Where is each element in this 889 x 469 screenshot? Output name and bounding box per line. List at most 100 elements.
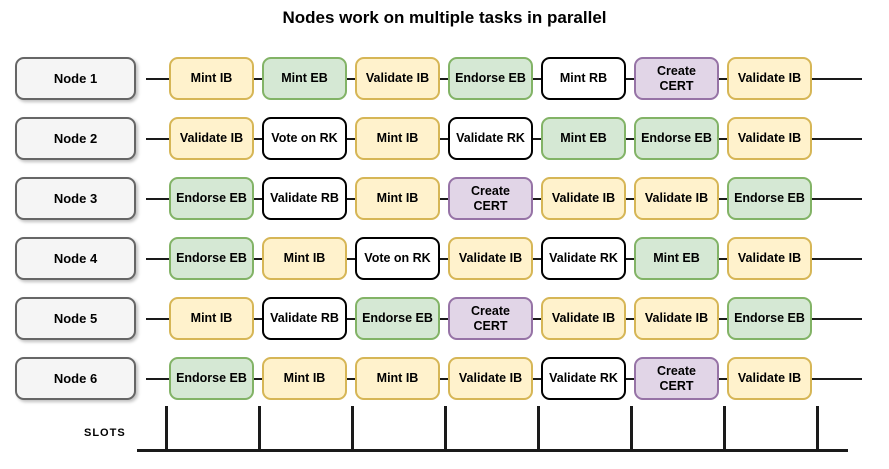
- task-box: Validate IB: [727, 357, 812, 400]
- task-label: Mint IB: [190, 71, 233, 86]
- task-box: Mint IB: [355, 357, 440, 400]
- node-box: Node 5: [15, 297, 136, 340]
- task-box: Validate IB: [727, 57, 812, 100]
- task-box: Validate RK: [541, 357, 626, 400]
- node-box: Node 1: [15, 57, 136, 100]
- task-box: Endorse EB: [634, 117, 719, 160]
- task-box: Mint EB: [541, 117, 626, 160]
- slots-label: SLOTS: [84, 427, 126, 439]
- task-box: Create CERT: [634, 357, 719, 400]
- task-label: Mint EB: [560, 131, 607, 146]
- task-box: Mint IB: [355, 117, 440, 160]
- task-label: Mint IB: [283, 371, 326, 386]
- node-label: Node 4: [53, 251, 98, 266]
- task-label: Validate RB: [270, 191, 339, 206]
- slot-tick: [537, 406, 540, 452]
- task-box: Validate IB: [355, 57, 440, 100]
- slot-tick: [444, 406, 447, 452]
- task-box: Create CERT: [448, 297, 533, 340]
- task-label: Validate IB: [644, 311, 709, 326]
- task-box: Validate IB: [727, 237, 812, 280]
- task-label: Endorse EB: [176, 371, 247, 386]
- task-label: Create CERT: [657, 64, 696, 93]
- task-box: Endorse EB: [355, 297, 440, 340]
- task-label: Validate IB: [365, 71, 430, 86]
- task-label: Validate IB: [737, 371, 802, 386]
- task-box: Endorse EB: [169, 237, 254, 280]
- task-label: Validate RK: [456, 131, 525, 146]
- task-box: Endorse EB: [169, 177, 254, 220]
- task-label: Vote on RK: [271, 131, 338, 146]
- node-label: Node 6: [53, 371, 98, 386]
- task-label: Validate IB: [458, 371, 523, 386]
- task-box: Validate IB: [727, 117, 812, 160]
- node-box: Node 6: [15, 357, 136, 400]
- task-label: Validate IB: [179, 131, 244, 146]
- task-box: Mint IB: [169, 297, 254, 340]
- slot-tick: [723, 406, 726, 452]
- task-box: Validate RK: [448, 117, 533, 160]
- task-label: Mint RB: [559, 71, 608, 86]
- task-box: Validate IB: [634, 177, 719, 220]
- task-box: Validate IB: [448, 237, 533, 280]
- slot-tick: [165, 406, 168, 452]
- node-label: Node 1: [53, 71, 98, 86]
- task-box: Mint IB: [169, 57, 254, 100]
- task-box: Create CERT: [448, 177, 533, 220]
- task-box: Vote on RK: [355, 237, 440, 280]
- task-box: Validate IB: [541, 297, 626, 340]
- task-label: Mint IB: [190, 311, 233, 326]
- task-label: Endorse EB: [176, 191, 247, 206]
- task-box: Validate IB: [541, 177, 626, 220]
- task-label: Validate IB: [551, 311, 616, 326]
- task-label: Mint EB: [281, 71, 328, 86]
- task-box: Mint IB: [262, 237, 347, 280]
- task-label: Mint IB: [376, 371, 419, 386]
- task-box: Validate IB: [169, 117, 254, 160]
- task-box: Mint IB: [355, 177, 440, 220]
- task-box: Mint IB: [262, 357, 347, 400]
- task-box: Validate IB: [448, 357, 533, 400]
- task-label: Validate RK: [549, 371, 618, 386]
- task-label: Mint EB: [653, 251, 700, 266]
- node-box: Node 3: [15, 177, 136, 220]
- node-label: Node 5: [53, 311, 98, 326]
- task-box: Endorse EB: [169, 357, 254, 400]
- task-box: Endorse EB: [727, 177, 812, 220]
- node-box: Node 2: [15, 117, 136, 160]
- task-label: Endorse EB: [734, 311, 805, 326]
- task-label: Validate RB: [270, 311, 339, 326]
- task-label: Endorse EB: [734, 191, 805, 206]
- task-box: Validate IB: [634, 297, 719, 340]
- task-label: Mint IB: [376, 131, 419, 146]
- task-label: Validate IB: [458, 251, 523, 266]
- task-box: Endorse EB: [448, 57, 533, 100]
- slots-axis: [137, 449, 848, 452]
- task-label: Create CERT: [657, 364, 696, 393]
- task-box: Create CERT: [634, 57, 719, 100]
- task-label: Create CERT: [471, 304, 510, 333]
- slot-tick: [351, 406, 354, 452]
- slot-tick: [630, 406, 633, 452]
- task-box: Endorse EB: [727, 297, 812, 340]
- node-label: Node 2: [53, 131, 98, 146]
- task-label: Mint IB: [376, 191, 419, 206]
- task-label: Endorse EB: [362, 311, 433, 326]
- slot-tick: [816, 406, 819, 452]
- node-label: Node 3: [53, 191, 98, 206]
- task-box: Mint RB: [541, 57, 626, 100]
- task-label: Endorse EB: [176, 251, 247, 266]
- task-box: Validate RB: [262, 177, 347, 220]
- task-label: Endorse EB: [641, 131, 712, 146]
- task-label: Validate IB: [644, 191, 709, 206]
- task-label: Mint IB: [283, 251, 326, 266]
- node-box: Node 4: [15, 237, 136, 280]
- task-label: Validate IB: [737, 251, 802, 266]
- task-label: Endorse EB: [455, 71, 526, 86]
- task-label: Vote on RK: [364, 251, 431, 266]
- task-box: Mint EB: [262, 57, 347, 100]
- task-label: Validate IB: [737, 131, 802, 146]
- task-label: Validate IB: [551, 191, 616, 206]
- slot-tick: [258, 406, 261, 452]
